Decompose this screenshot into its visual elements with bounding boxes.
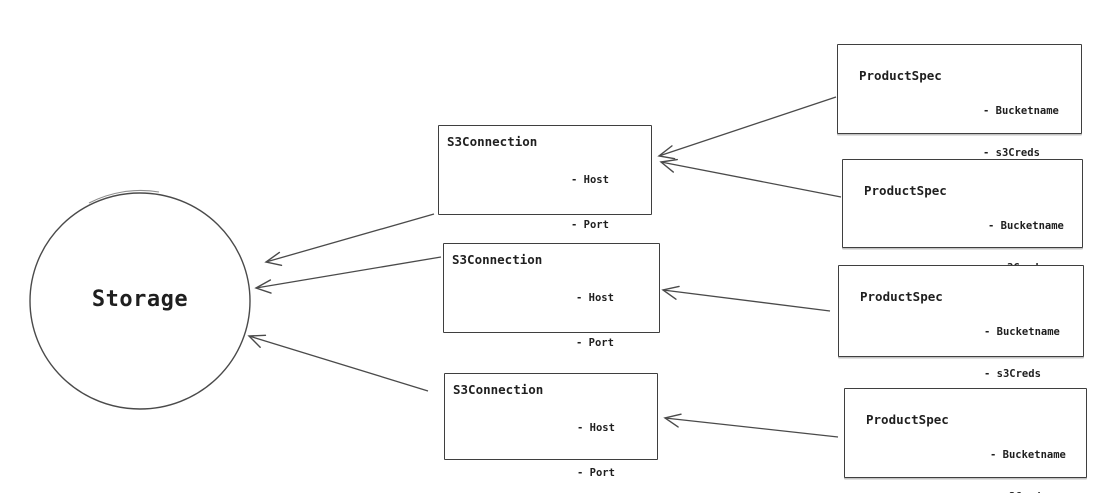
- arrow-productspec-4-to-s3connection-3: [663, 413, 839, 438]
- attribute-item: - Bucketname: [990, 449, 1066, 461]
- arrow-s3connection-2-to-storage: [254, 256, 442, 294]
- arrow-s3connection-3-to-storage: [247, 334, 429, 392]
- s3connection-node-3-attributes: - Host - Port - TLS: [577, 391, 615, 493]
- arrow-productspec-2-to-s3connection-1: [659, 158, 842, 198]
- attribute-item: - Bucketname: [983, 105, 1059, 117]
- s3connection-node-1-title: S3Connection: [447, 134, 538, 149]
- s3connection-node-2: S3Connection - Host - Port - TLS: [443, 243, 660, 394]
- productspec-node-4: ProductSpec - Bucketname - s3Creds: [844, 388, 1087, 493]
- productspec-node-1-attributes: - Bucketname - s3Creds: [983, 76, 1059, 188]
- storage-circle: [29, 192, 251, 410]
- productspec-node-4-title: ProductSpec: [866, 412, 949, 427]
- productspec-node-2-title: ProductSpec: [864, 183, 947, 198]
- arrow-s3connection-1-to-storage: [264, 213, 435, 267]
- arrow-productspec-1-to-s3connection-1: [657, 96, 837, 160]
- productspec-node-3-title: ProductSpec: [860, 289, 943, 304]
- attribute-item: - Host: [577, 422, 615, 434]
- productspec-node-2: ProductSpec - Bucketname - s3Creds: [842, 159, 1083, 274]
- s3connection-node-1: S3Connection - Host - Port - TLS: [438, 125, 652, 276]
- attribute-item: - Port: [571, 219, 609, 231]
- attribute-item: - s3Creds: [983, 147, 1040, 159]
- attribute-item: - Host: [576, 292, 614, 304]
- attribute-item: - s3Creds: [990, 490, 1066, 493]
- s3connection-node-2-title: S3Connection: [452, 252, 543, 267]
- storage-circle-sketch-overlap: [88, 189, 160, 204]
- attribute-item: - Port: [576, 337, 614, 349]
- productspec-node-3-attributes: - Bucketname - s3Creds: [984, 297, 1060, 409]
- attribute-item: - s3Creds: [984, 368, 1041, 380]
- productspec-node-3: ProductSpec - Bucketname - s3Creds: [838, 265, 1084, 380]
- attribute-item: - Port: [577, 467, 615, 479]
- productspec-node-4-attributes: - Bucketname - s3Creds: [990, 420, 1066, 493]
- productspec-node-1-title: ProductSpec: [859, 68, 942, 83]
- storage-node-label: Storage: [91, 287, 189, 312]
- arrow-productspec-3-to-s3connection-2: [661, 285, 831, 312]
- productspec-node-1: ProductSpec - Bucketname - s3Creds: [837, 44, 1082, 159]
- attribute-item: - Host: [571, 174, 609, 186]
- s3connection-node-3-title: S3Connection: [453, 382, 544, 397]
- attribute-item: - Bucketname: [988, 220, 1064, 232]
- attribute-item: - Bucketname: [984, 326, 1060, 338]
- s3connection-node-3: S3Connection - Host - Port - TLS: [444, 373, 658, 479]
